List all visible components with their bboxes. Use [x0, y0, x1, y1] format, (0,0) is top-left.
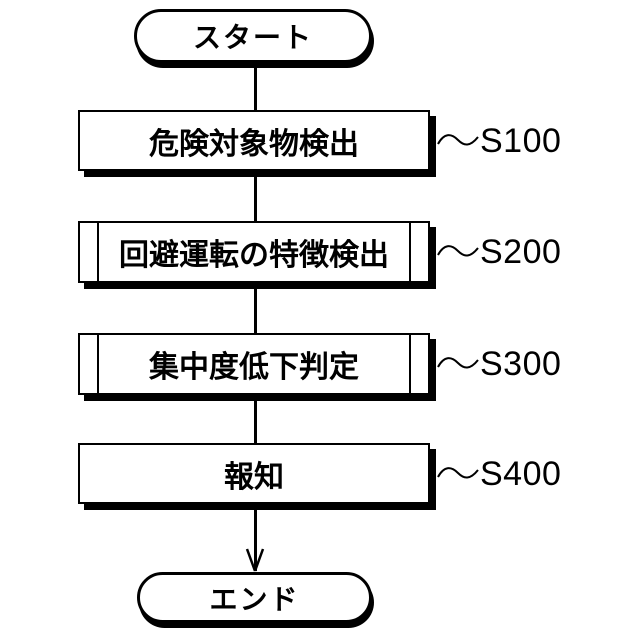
predefined-process-rail-left: [97, 223, 99, 281]
step-box-notification: 報知: [78, 443, 430, 504]
end-label: エンド: [209, 583, 300, 615]
predefined-process-rail-right: [409, 223, 411, 281]
step-label: 回避運転の特徴検出: [119, 239, 389, 272]
predefined-process-rail-left: [97, 335, 99, 393]
step-id-label: S400: [480, 455, 562, 493]
tilde-connector-icon: [437, 245, 479, 257]
tilde-connector-icon: [437, 134, 479, 146]
step-label: 集中度低下判定: [149, 351, 359, 384]
step-label: 危険対象物検出: [149, 127, 359, 161]
tilde-connector-icon: [437, 467, 479, 479]
step-id-label: S300: [480, 345, 562, 383]
connector-line: [253, 503, 257, 571]
start-label: スタート: [192, 22, 313, 53]
tilde-connector-icon: [437, 357, 479, 369]
step-box-danger-detection: 危険対象物検出: [78, 110, 430, 171]
connector-line: [253, 170, 257, 222]
end-terminal: エンド: [137, 572, 372, 623]
predefined-process-rail-right: [409, 335, 411, 393]
step-id-label: S100: [480, 122, 562, 160]
step-box-concentration-decrease-judgment: 集中度低下判定: [78, 333, 430, 395]
arrow-down-icon: [245, 548, 265, 572]
start-terminal: スタート: [134, 9, 372, 63]
step-id-label: S200: [480, 233, 562, 271]
step-box-avoidance-feature-detection: 回避運転の特徴検出: [78, 221, 430, 283]
connector-line: [253, 282, 257, 334]
step-label: 報知: [224, 460, 284, 494]
connector-line: [253, 394, 257, 444]
connector-line: [253, 62, 257, 111]
